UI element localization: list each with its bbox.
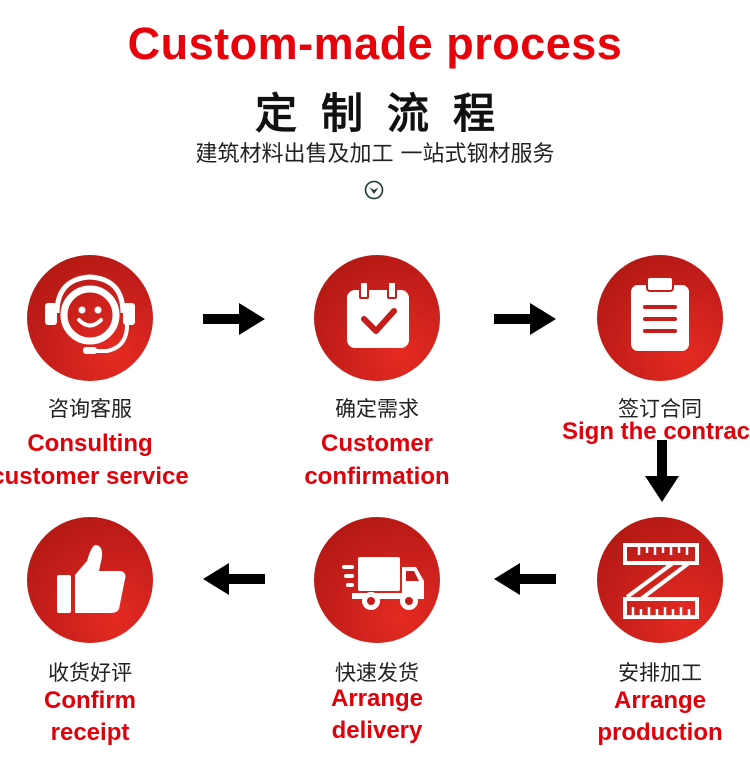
- step-en-line2: production: [597, 719, 723, 746]
- step-cn-label: 收货好评: [48, 661, 132, 685]
- step-en-line1: Arrange: [613, 687, 707, 714]
- step-en-line1: Sign the contract: [561, 418, 750, 445]
- step-cn-label: 确定需求: [335, 397, 419, 421]
- arrow-left-icon: [494, 563, 556, 599]
- arrow-down-icon: [645, 440, 679, 506]
- step-arrange-production: 安排加工 Arrange production: [530, 517, 750, 757]
- step-en-line1: Consulting: [27, 430, 153, 457]
- clipboard-icon: [597, 255, 723, 381]
- step-en-line2: customer service: [0, 463, 189, 490]
- step-cn-label: 签订合同: [618, 397, 702, 421]
- step-consulting: 咨询客服 Consulting customer service: [0, 255, 220, 495]
- calendar-check-icon: [314, 255, 440, 381]
- step-en-line2: confirmation: [304, 463, 450, 490]
- arrow-left-icon: [203, 563, 265, 599]
- subtitle: 建筑材料出售及加工 一站式钢材服务: [195, 142, 555, 167]
- title-en: Custom-made process: [127, 18, 623, 69]
- delivery-truck-icon: [314, 517, 440, 643]
- step-cn-label: 快速发货: [335, 661, 419, 685]
- step-en-line2: receipt: [50, 719, 130, 746]
- step-arrange-delivery: 快速发货 Arrange delivery: [247, 517, 507, 757]
- step-customer-confirmation: 确定需求 Customer confirmation: [247, 255, 507, 495]
- arrow-right-icon: [203, 303, 265, 339]
- step-confirm-receipt: 收货好评 Confirm receipt: [0, 517, 220, 757]
- step-en-line2: delivery: [331, 717, 423, 744]
- ruler-z-icon: [597, 517, 723, 643]
- arrow-right-icon: [494, 303, 556, 339]
- chevron-down-circle-icon: [364, 180, 384, 200]
- step-cn-label: 咨询客服: [48, 397, 132, 421]
- step-cn-label: 安排加工: [618, 661, 702, 685]
- step-sign-contract: 签订合同 Sign the contract: [530, 255, 750, 455]
- thumbs-up-icon: [27, 517, 153, 643]
- step-en-line1: Customer: [320, 430, 434, 457]
- headset-smiley-icon: [27, 255, 153, 381]
- step-en-line1: Confirm: [44, 687, 136, 714]
- step-en-line1: Arrange: [330, 685, 424, 712]
- title-cn: 定制流程: [254, 89, 519, 138]
